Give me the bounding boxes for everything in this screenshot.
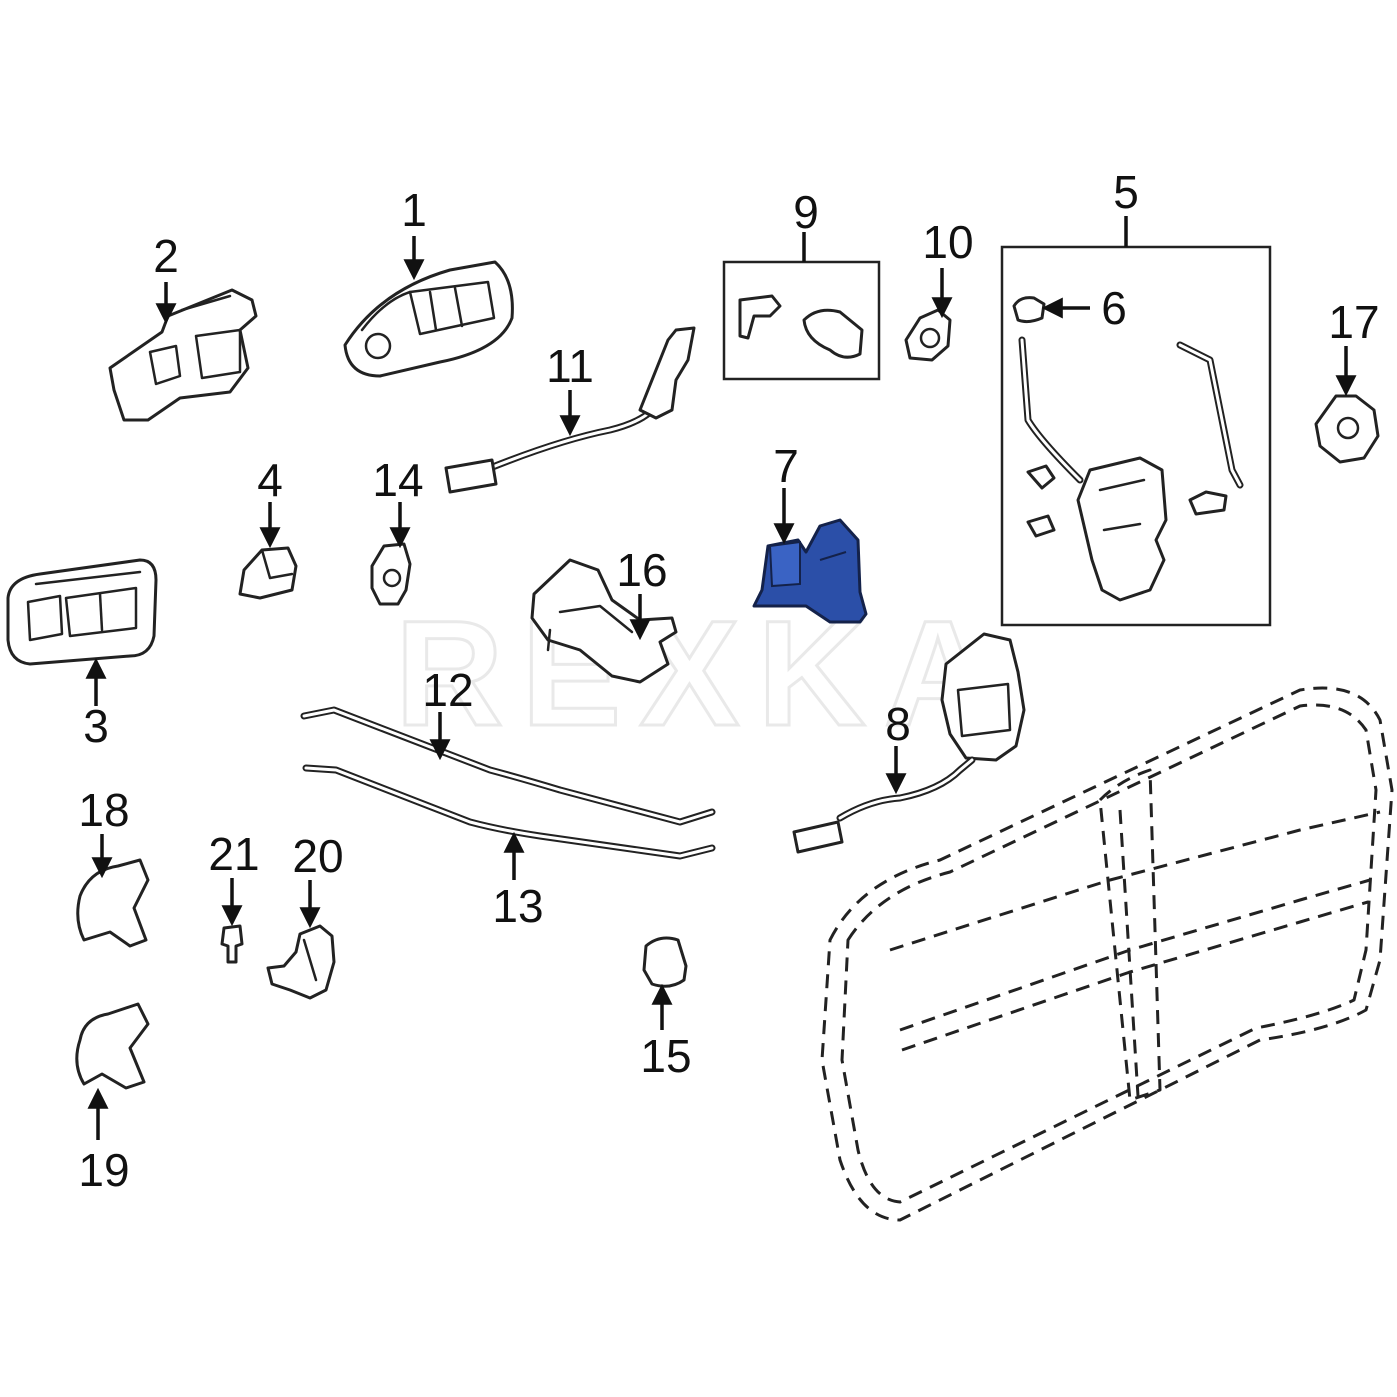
callout-3: 3 xyxy=(83,700,109,752)
part-21-bolt[interactable] xyxy=(220,924,244,964)
watermark-text: REXKA xyxy=(395,589,1010,757)
part-2-handle-bracket[interactable] xyxy=(108,288,258,422)
part-15-plug[interactable] xyxy=(642,936,688,988)
callout-6: 6 xyxy=(1101,282,1127,334)
part-19-cover[interactable] xyxy=(75,1002,150,1090)
callout-18: 18 xyxy=(78,784,129,836)
callout-4: 4 xyxy=(257,454,283,506)
callout-14: 14 xyxy=(372,454,423,506)
callout-15: 15 xyxy=(640,1030,691,1082)
callout-19: 19 xyxy=(78,1144,129,1196)
door-outline xyxy=(820,686,1394,1222)
part-20-hinge-bracket[interactable] xyxy=(266,924,336,1000)
callout-10: 10 xyxy=(922,216,973,268)
callout-11: 11 xyxy=(546,340,594,392)
callout-labels: 1 2 3 4 5 6 7 8 9 10 11 12 13 14 15 16 1… xyxy=(78,166,1379,1196)
part-11-cable[interactable] xyxy=(444,326,696,494)
part-6-grommet[interactable] xyxy=(1012,296,1046,324)
callout-9: 9 xyxy=(793,186,819,238)
part-10-rod-clip[interactable] xyxy=(904,308,952,362)
part-16-protector[interactable] xyxy=(530,558,678,684)
part-9-lock-cylinder-set[interactable] xyxy=(722,260,881,381)
part-5-door-lock-assembly[interactable] xyxy=(1000,245,1272,627)
callout-2: 2 xyxy=(153,230,179,282)
part-13-rod[interactable] xyxy=(302,764,716,860)
part-4-clip[interactable] xyxy=(238,546,298,600)
part-7-highlighted-bracket[interactable] xyxy=(752,518,868,624)
callout-13: 13 xyxy=(492,880,543,932)
callout-7: 7 xyxy=(773,440,799,492)
callout-17: 17 xyxy=(1328,296,1379,348)
part-1-outer-handle[interactable] xyxy=(343,260,514,378)
callout-arrows xyxy=(85,216,1357,1140)
callout-21: 21 xyxy=(208,828,259,880)
callout-8: 8 xyxy=(885,698,911,750)
callout-5: 5 xyxy=(1113,166,1139,218)
part-3-inner-door-handle[interactable] xyxy=(6,558,158,666)
part-8-actuator[interactable] xyxy=(792,632,1026,854)
callout-16: 16 xyxy=(616,544,667,596)
callout-20: 20 xyxy=(292,830,343,882)
part-17-striker[interactable] xyxy=(1314,394,1380,464)
callout-1: 1 xyxy=(401,184,427,236)
part-18-cover[interactable] xyxy=(76,858,150,948)
part-12-rod[interactable] xyxy=(300,706,716,826)
callout-12: 12 xyxy=(422,664,473,716)
part-14-latch-clip[interactable] xyxy=(370,542,412,606)
